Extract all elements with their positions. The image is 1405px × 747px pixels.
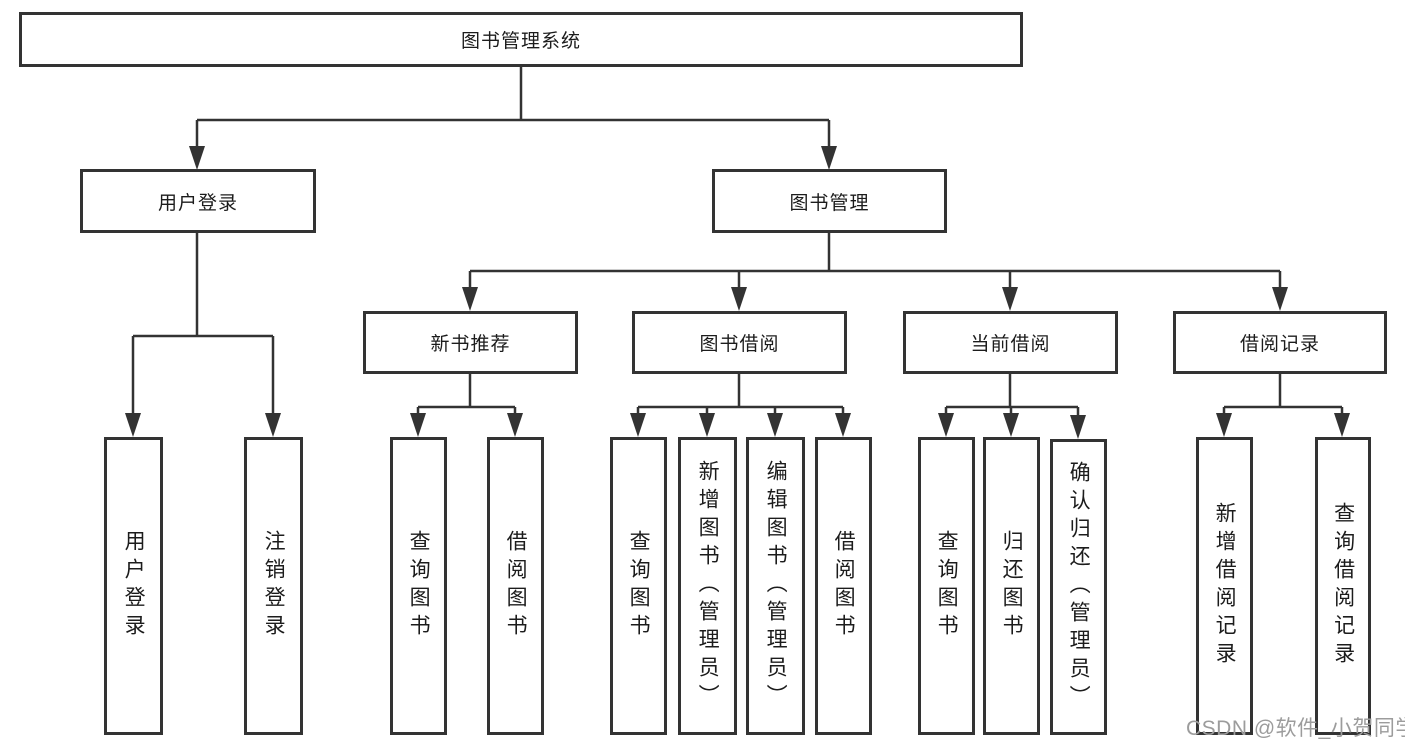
leaf-query-books-3-label: 查询图书 bbox=[935, 530, 959, 642]
leaf-add-book-admin: 新增图书（管理员） bbox=[678, 437, 737, 735]
node-current-borrow: 当前借阅 bbox=[903, 311, 1118, 374]
node-book-mgmt-label: 图书管理 bbox=[789, 192, 870, 214]
leaf-query-books-1: 查询图书 bbox=[390, 437, 447, 735]
node-current-borrow-label: 当前借阅 bbox=[970, 334, 1051, 355]
leaf-confirm-return-admin-label: 确认归还（管理员） bbox=[1067, 461, 1091, 713]
leaf-confirm-return-admin: 确认归还（管理员） bbox=[1050, 439, 1107, 735]
node-user-login: 用户登录 bbox=[80, 169, 316, 233]
node-borrow-records-label: 借阅记录 bbox=[1239, 334, 1320, 355]
node-user-login-label: 用户登录 bbox=[157, 192, 238, 214]
leaf-logout-label: 注销登录 bbox=[262, 530, 286, 642]
connector-paths bbox=[131, 67, 1344, 419]
leaf-query-books-1-label: 查询图书 bbox=[407, 530, 431, 642]
leaf-borrow-books-2: 借阅图书 bbox=[815, 437, 872, 735]
leaf-user-login: 用户登录 bbox=[104, 437, 163, 735]
leaf-add-borrow-record: 新增借阅记录 bbox=[1196, 437, 1253, 735]
node-book-borrow-label: 图书借阅 bbox=[699, 334, 780, 355]
arrowheads bbox=[125, 146, 1350, 439]
leaf-borrow-books-1: 借阅图书 bbox=[487, 437, 544, 735]
leaf-query-borrow-record: 查询借阅记录 bbox=[1315, 437, 1371, 735]
csdn-watermark: CSDN @软件_小贺同学 bbox=[1186, 717, 1405, 740]
leaf-edit-book-admin: 编辑图书（管理员） bbox=[746, 437, 805, 735]
leaf-add-book-admin-label: 新增图书（管理员） bbox=[696, 460, 720, 712]
node-root-label: 图书管理系统 bbox=[460, 31, 581, 52]
node-book-borrow: 图书借阅 bbox=[632, 311, 847, 374]
leaf-add-borrow-record-label: 新增借阅记录 bbox=[1213, 502, 1237, 670]
leaf-query-books-2: 查询图书 bbox=[610, 437, 667, 735]
leaf-query-books-2-label: 查询图书 bbox=[627, 530, 651, 642]
node-new-book-recommend: 新书推荐 bbox=[363, 311, 578, 374]
node-borrow-records: 借阅记录 bbox=[1173, 311, 1387, 374]
node-new-book-recommend-label: 新书推荐 bbox=[430, 334, 511, 355]
leaf-user-login-label: 用户登录 bbox=[122, 530, 146, 642]
leaf-return-book-label: 归还图书 bbox=[1000, 530, 1024, 642]
leaf-edit-book-admin-label: 编辑图书（管理员） bbox=[764, 460, 788, 712]
leaf-return-book: 归还图书 bbox=[983, 437, 1040, 735]
leaf-borrow-books-1-label: 借阅图书 bbox=[504, 530, 528, 642]
leaf-query-books-3: 查询图书 bbox=[918, 437, 975, 735]
leaf-logout: 注销登录 bbox=[244, 437, 303, 735]
leaf-borrow-books-2-label: 借阅图书 bbox=[832, 530, 856, 642]
node-book-mgmt: 图书管理 bbox=[712, 169, 947, 233]
node-root: 图书管理系统 bbox=[19, 12, 1023, 67]
leaf-query-borrow-record-label: 查询借阅记录 bbox=[1331, 502, 1355, 670]
